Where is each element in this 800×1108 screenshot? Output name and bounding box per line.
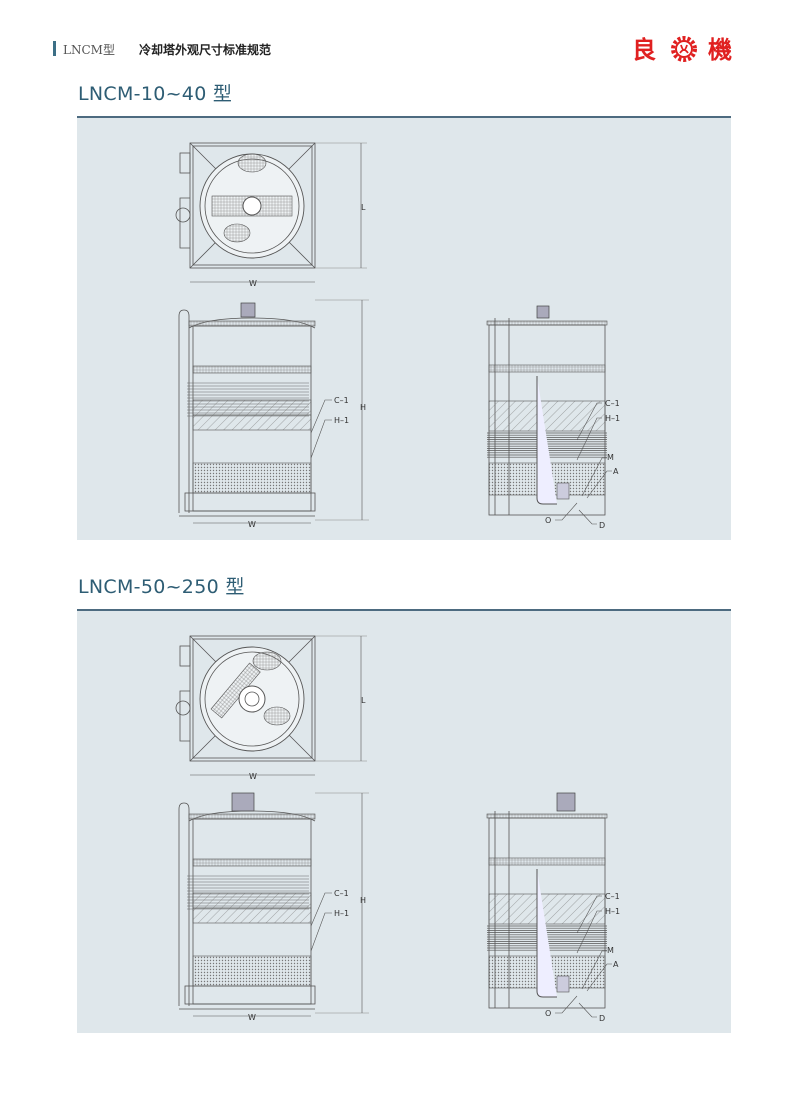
front-view-drawing: C–1 H–1 M A O D — [486, 792, 620, 1023]
o-label: O — [545, 1009, 551, 1018]
header-series: LNCM型 — [63, 43, 115, 57]
d-label: D — [599, 1014, 605, 1023]
technical-drawing: L W H W C–1 H–1 C–1 H–1 — [175, 142, 620, 530]
company-logo: 良 機 — [632, 36, 732, 64]
o-label: O — [545, 516, 551, 525]
dim-w-side-label: W — [248, 1013, 256, 1022]
gear-emblem-icon — [671, 36, 697, 62]
h1-front-label: H–1 — [605, 414, 620, 423]
dim-w-top-label: W — [249, 772, 257, 781]
section-title: LNCM-10~40 型 — [78, 83, 233, 105]
technical-drawing: L W H W C–1 H–1 C–1 H–1 — [175, 635, 620, 1023]
c1-front-label: C–1 — [605, 892, 620, 901]
d-label: D — [599, 521, 605, 530]
header-accent-bar — [53, 41, 56, 56]
header-title: 冷却塔外观尺寸标准规范 — [139, 43, 272, 57]
dim-l-label: L — [361, 696, 366, 705]
side-view-drawing: H W C–1 H–1 — [178, 299, 369, 529]
dim-h-label: H — [360, 403, 366, 412]
c1-front-label: C–1 — [605, 399, 620, 408]
h1-front-label: H–1 — [605, 907, 620, 916]
dim-h-label: H — [360, 896, 366, 905]
section-title: LNCM-50~250 型 — [78, 576, 245, 598]
dim-w-side-label: W — [248, 520, 256, 529]
front-view-drawing: C–1 H–1 M A O D — [486, 305, 620, 530]
dim-w-top-label: W — [249, 279, 257, 288]
svg-text:機: 機 — [708, 36, 732, 64]
section-divider — [77, 609, 731, 611]
a-label: A — [613, 960, 619, 969]
section-divider — [77, 116, 731, 118]
drawing-panel-lncm-10-40: L W H W C–1 H–1 C–1 H–1 — [77, 118, 731, 540]
h1-label: H–1 — [334, 909, 349, 918]
c1-label: C–1 — [334, 889, 349, 898]
top-view-drawing: L W — [175, 635, 367, 781]
dim-l-label: L — [361, 203, 366, 212]
side-view-drawing: H W C–1 H–1 — [178, 792, 369, 1022]
m-label: M — [607, 946, 614, 955]
top-view-drawing: L W — [175, 142, 367, 288]
svg-text:良: 良 — [632, 36, 656, 64]
a-label: A — [613, 467, 619, 476]
drawing-panel-lncm-50-250: L W H W C–1 H–1 C–1 H–1 — [77, 611, 731, 1033]
c1-label: C–1 — [334, 396, 349, 405]
m-label: M — [607, 453, 614, 462]
h1-label: H–1 — [334, 416, 349, 425]
